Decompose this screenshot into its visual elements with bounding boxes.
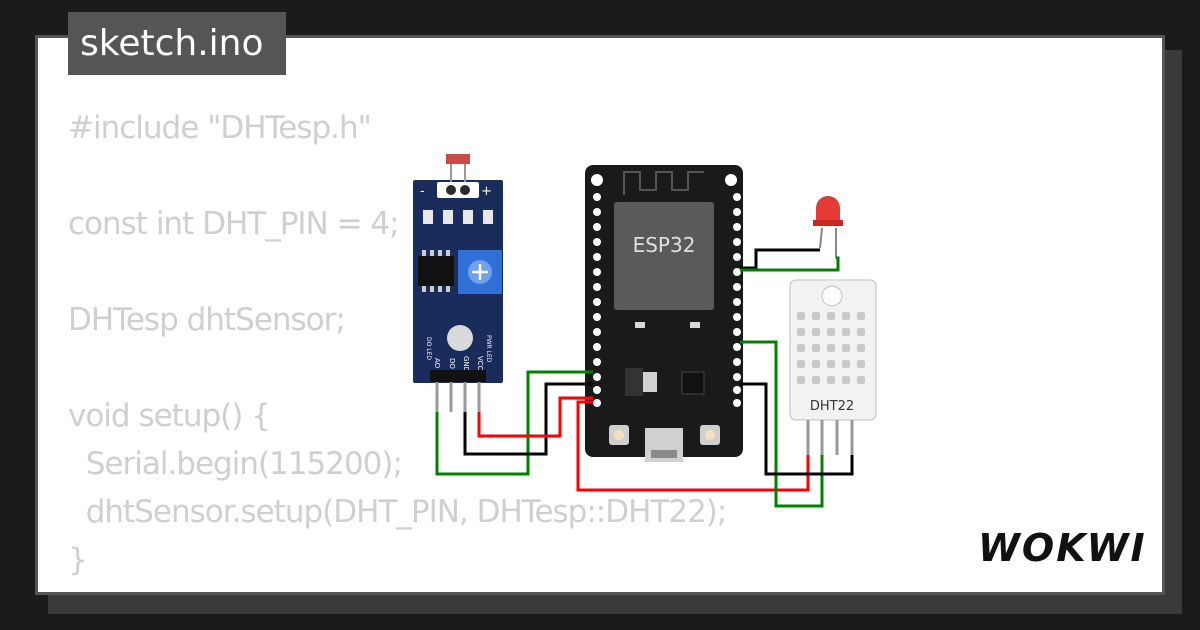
- esp32-module: [614, 202, 714, 310]
- code-line: const int DHT_PIN = 4;: [68, 206, 400, 242]
- esp32-label: ESP32: [633, 233, 696, 257]
- ldr-pin-gnd-label: GND: [462, 356, 470, 372]
- code-line: #include "DHTesp.h": [68, 110, 372, 146]
- ldr-pin-do-label: DO: [448, 358, 456, 369]
- esp32-board[interactable]: ESP32: [585, 165, 743, 462]
- wire-green-led: [740, 256, 840, 272]
- ldr-module[interactable]: - + DO LED PWR LED AO DO GND VCC: [413, 154, 503, 412]
- code-line: dhtSensor.setup(DHT_PIN, DHTesp::DHT22);: [68, 494, 728, 530]
- ldr-pin-vcc-label: VCC: [476, 356, 484, 371]
- sketch-title-tab[interactable]: sketch.ino: [68, 12, 286, 75]
- pwr-led-label: PWR LED: [485, 335, 492, 363]
- ldr-minus-label: -: [420, 184, 425, 199]
- wire-green-dht: [740, 340, 824, 508]
- photoresistor-icon: [446, 154, 470, 164]
- sketch-title: sketch.ino: [80, 23, 264, 64]
- dht22-label: DHT22: [810, 399, 854, 414]
- wire-black-dht: [740, 382, 854, 476]
- code-line: Serial.begin(115200);: [68, 446, 403, 482]
- wire-black-ldr: [463, 382, 593, 456]
- wire-red-dht: [576, 400, 810, 492]
- wire-black-led: [740, 248, 820, 270]
- ldr-plus-label: +: [481, 184, 492, 199]
- code-block: #include "DHTesp.h" const int DHT_PIN = …: [68, 104, 728, 584]
- wire-green-ldr: [435, 370, 593, 476]
- wires: [435, 248, 854, 508]
- code-line: DHTesp dhtSensor;: [68, 302, 346, 338]
- code-line: void setup() {: [68, 398, 271, 434]
- red-led[interactable]: [813, 196, 843, 258]
- ldr-pin-ao-label: AO: [433, 358, 441, 369]
- wokwi-logo: WOKWI: [978, 526, 1147, 570]
- dht22-sensor[interactable]: DHT22: [789, 279, 877, 455]
- do-led-label: DO LED: [425, 337, 432, 360]
- code-line: }: [68, 542, 88, 578]
- wire-red-ldr: [477, 396, 593, 438]
